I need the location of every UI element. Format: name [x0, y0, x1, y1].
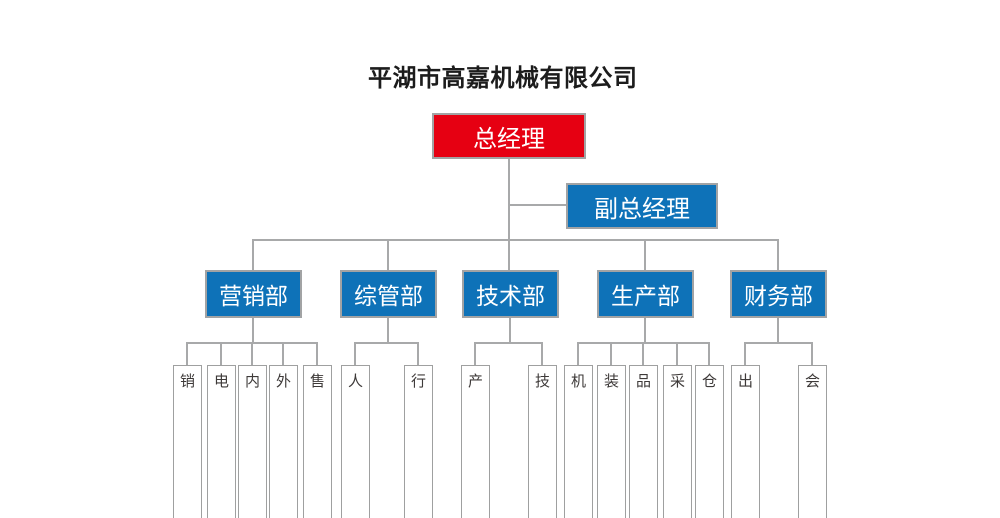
connector-leaf-stub — [676, 342, 678, 365]
connector-group-horizontal — [354, 342, 419, 344]
connector-dept-stub — [387, 239, 389, 270]
connector-leaf-stub — [610, 342, 612, 365]
leaf-product-rd: 产品研发 — [461, 365, 490, 518]
connector-leaf-stub — [282, 342, 284, 365]
connector-group-stem — [252, 318, 254, 343]
connector-group-stem — [387, 318, 389, 343]
leaf-human-resources: 人力资源 — [341, 365, 370, 518]
leaf-machining: 机加工 — [564, 365, 593, 518]
connector-dept-stub — [777, 239, 779, 270]
leaf-purchasing: 采购 — [663, 365, 692, 518]
connector-leaf-stub — [577, 342, 579, 365]
connector-leaf-stub — [220, 342, 222, 365]
connector-leaf-stub — [744, 342, 746, 365]
node-general-manager: 总经理 — [432, 113, 586, 159]
page-title: 平湖市高嘉机械有限公司 — [368, 64, 638, 92]
leaf-assembly: 装配 — [597, 365, 626, 518]
node-marketing-dept: 营销部 — [205, 270, 302, 318]
connector-leaf-stub — [708, 342, 710, 365]
connector-dept-stub — [252, 239, 254, 270]
connector-group-stem — [509, 318, 511, 343]
connector-group-stem — [777, 318, 779, 343]
connector-leaf-stub — [474, 342, 476, 365]
node-technology-dept: 技术部 — [462, 270, 559, 318]
connector-leaf-stub — [642, 342, 644, 365]
connector-leaf-stub — [316, 342, 318, 365]
leaf-cashier: 出纳 — [731, 365, 760, 518]
node-general-affairs-dept: 综管部 — [340, 270, 437, 318]
connector-leaf-stub — [417, 342, 419, 365]
leaf-sales-admin: 销售内勤 — [173, 365, 202, 518]
connector-leaf-stub — [541, 342, 543, 365]
leaf-warehouse: 仓储 — [695, 365, 724, 518]
connector-dept-stub — [644, 239, 646, 270]
connector-deputy-branch — [508, 204, 566, 206]
leaf-domestic-trade: 内贸 — [238, 365, 267, 518]
leaf-quality: 品管 — [629, 365, 658, 518]
leaf-e-commerce: 电子商务 — [207, 365, 236, 518]
leaf-after-sales: 售后服务 — [303, 365, 332, 518]
leaf-administration: 行政 — [404, 365, 433, 518]
connector-group-stem — [644, 318, 646, 343]
connector-main-horizontal — [252, 239, 779, 241]
node-finance-dept: 财务部 — [730, 270, 827, 318]
connector-ceo-stem — [508, 159, 510, 270]
connector-group-horizontal — [744, 342, 813, 344]
connector-leaf-stub — [186, 342, 188, 365]
connector-leaf-stub — [811, 342, 813, 365]
node-production-dept: 生产部 — [597, 270, 694, 318]
leaf-accounting: 会计 — [798, 365, 827, 518]
leaf-tech-support: 技术支持 — [528, 365, 557, 518]
connector-leaf-stub — [251, 342, 253, 365]
leaf-foreign-trade: 外贸 — [269, 365, 298, 518]
node-deputy-general-manager: 副总经理 — [566, 183, 718, 229]
connector-leaf-stub — [354, 342, 356, 365]
connector-group-horizontal — [474, 342, 543, 344]
